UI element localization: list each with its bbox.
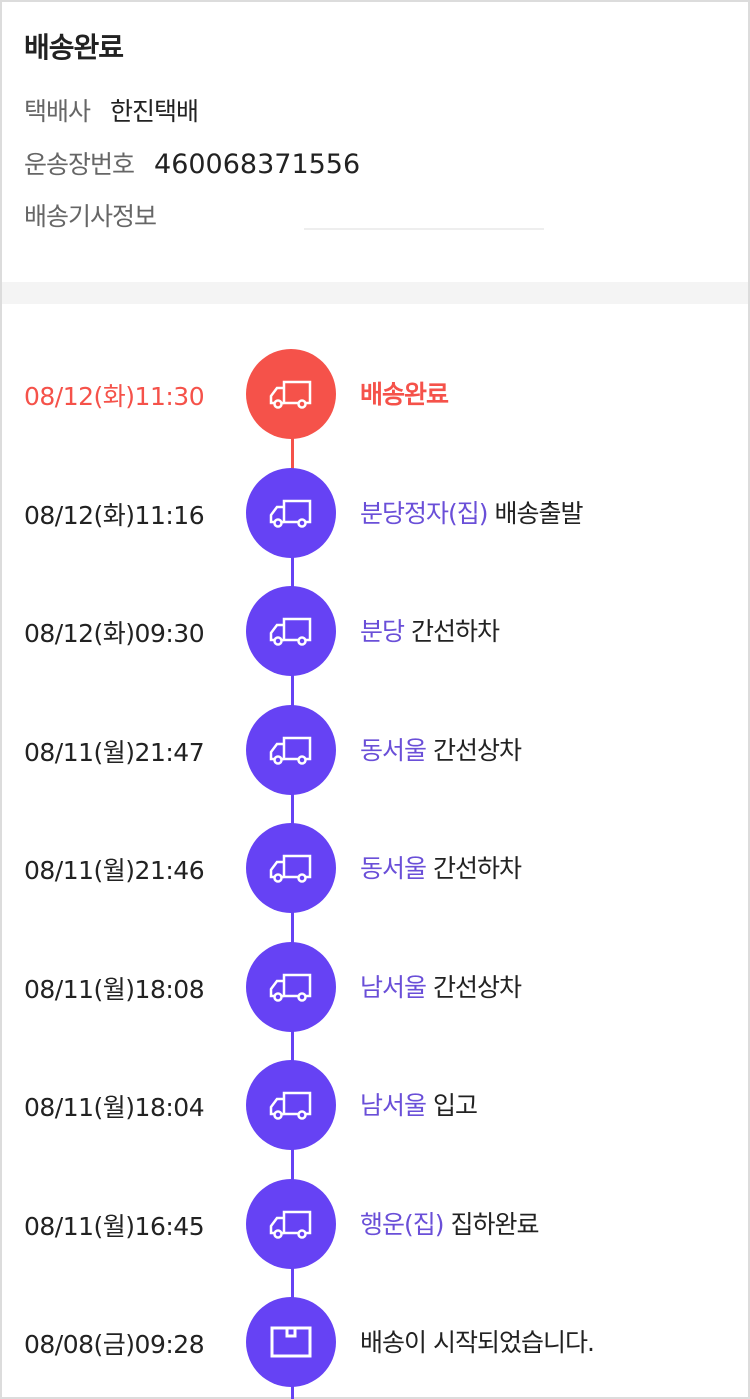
event-location: 분당 bbox=[360, 617, 405, 646]
event-location: 남서울 bbox=[360, 1091, 427, 1120]
event-location: 남서울 bbox=[360, 972, 427, 1002]
event-date: 08/12(화)09:30 bbox=[24, 619, 205, 648]
event-status: 배송완료 bbox=[360, 380, 449, 409]
event-status-circle bbox=[246, 1178, 336, 1269]
tracking-event: 08/11(월)16:45 행운(집) 집하완료 bbox=[2, 1178, 748, 1269]
truck-icon bbox=[268, 852, 314, 884]
event-location: 분당정자(집) bbox=[360, 498, 489, 528]
truck-icon bbox=[268, 497, 314, 529]
event-status-circle bbox=[246, 586, 336, 676]
driver-label: 배송기사정보 bbox=[24, 202, 157, 231]
event-description: 남서울 간선상차 bbox=[360, 968, 522, 1004]
event-status: 간선하차 bbox=[410, 617, 500, 646]
timeline-connector bbox=[291, 1266, 294, 1299]
event-location: 동서울 bbox=[360, 735, 427, 765]
driver-row: 배송기사정보 bbox=[24, 197, 176, 233]
tracking-event: 08/12(화)11:30 배송완료 bbox=[2, 349, 748, 439]
invoice-label: 운송장번호 bbox=[24, 150, 135, 179]
truck-icon bbox=[268, 378, 314, 410]
event-status: 간선상차 bbox=[432, 972, 522, 1002]
event-date: 08/08(금)09:28 bbox=[24, 1330, 205, 1359]
event-location: 행운(집) bbox=[360, 1209, 445, 1239]
carrier-value: 한진택배 bbox=[110, 97, 199, 126]
event-date: 08/11(월)21:47 bbox=[24, 737, 205, 767]
timeline-connector bbox=[291, 437, 294, 469]
timeline-connector bbox=[291, 1148, 294, 1180]
event-status-circle bbox=[246, 941, 336, 1032]
timeline-connector bbox=[291, 1029, 294, 1062]
tracking-event: 08/11(월)21:46 동서울 간선하차 bbox=[2, 823, 748, 913]
event-date: 08/11(월)18:08 bbox=[24, 974, 205, 1004]
event-status: 배송이 시작되었습니다. bbox=[360, 1328, 595, 1357]
event-status-circle bbox=[246, 704, 336, 795]
event-date: 08/11(월)16:45 bbox=[24, 1211, 205, 1241]
event-status-circle bbox=[246, 1060, 336, 1150]
event-status-circle bbox=[246, 349, 336, 439]
tracking-event: 08/12(화)09:30 분당 간선하차 bbox=[2, 586, 748, 676]
box-icon bbox=[269, 1325, 313, 1359]
event-status: 집하완료 bbox=[450, 1209, 539, 1239]
event-date: 08/12(화)11:16 bbox=[24, 500, 205, 530]
event-description: 배송완료 bbox=[360, 375, 449, 411]
truck-icon bbox=[268, 734, 314, 766]
event-description: 동서울 간선하차 bbox=[360, 849, 522, 885]
tracking-event: 08/08(금)09:28 배송이 시작되었습니다. bbox=[2, 1297, 748, 1387]
event-status-circle bbox=[246, 823, 336, 913]
truck-icon bbox=[268, 971, 314, 1003]
truck-icon bbox=[268, 1208, 314, 1240]
invoice-row: 운송장번호 460068371556 bbox=[24, 145, 360, 181]
event-status: 입고 bbox=[432, 1091, 478, 1120]
truck-icon bbox=[268, 1089, 314, 1121]
tracking-event: 08/11(월)18:08 남서울 간선상차 bbox=[2, 941, 748, 1032]
tracking-event: 08/11(월)21:47 동서울 간선상차 bbox=[2, 704, 748, 795]
carrier-row: 택배사 한진택배 bbox=[24, 92, 199, 128]
event-description: 분당정자(집) 배송출발 bbox=[360, 494, 583, 530]
timeline-connector bbox=[291, 1385, 294, 1399]
event-status: 간선상차 bbox=[432, 735, 522, 765]
event-status-circle bbox=[246, 1297, 336, 1387]
timeline-connector bbox=[291, 792, 294, 825]
driver-info-redacted bbox=[304, 228, 544, 230]
truck-icon bbox=[268, 615, 314, 647]
event-date: 08/11(월)18:04 bbox=[24, 1093, 205, 1122]
event-description: 배송이 시작되었습니다. bbox=[360, 1323, 595, 1359]
event-status: 간선하차 bbox=[432, 854, 522, 883]
invoice-number: 460068371556 bbox=[154, 149, 361, 180]
event-description: 남서울 입고 bbox=[360, 1086, 478, 1122]
timeline-connector bbox=[291, 674, 294, 706]
event-description: 동서울 간선상차 bbox=[360, 731, 522, 767]
tracking-event: 08/11(월)18:04 남서울 입고 bbox=[2, 1060, 748, 1150]
carrier-label: 택배사 bbox=[24, 97, 91, 126]
event-location: 동서울 bbox=[360, 854, 427, 883]
tracking-event: 08/12(화)11:16 분당정자(집) 배송출발 bbox=[2, 467, 748, 558]
timeline-connector bbox=[291, 911, 294, 943]
event-date: 08/11(월)21:46 bbox=[24, 856, 205, 885]
event-description: 행운(집) 집하완료 bbox=[360, 1205, 539, 1241]
event-status: 배송출발 bbox=[494, 498, 583, 528]
event-date: 08/12(화)11:30 bbox=[24, 382, 205, 411]
timeline-connector bbox=[291, 555, 294, 588]
event-description: 분당 간선하차 bbox=[360, 612, 500, 648]
section-divider bbox=[2, 282, 748, 304]
event-status-circle bbox=[246, 467, 336, 558]
delivery-status-title: 배송완료 bbox=[24, 31, 124, 64]
